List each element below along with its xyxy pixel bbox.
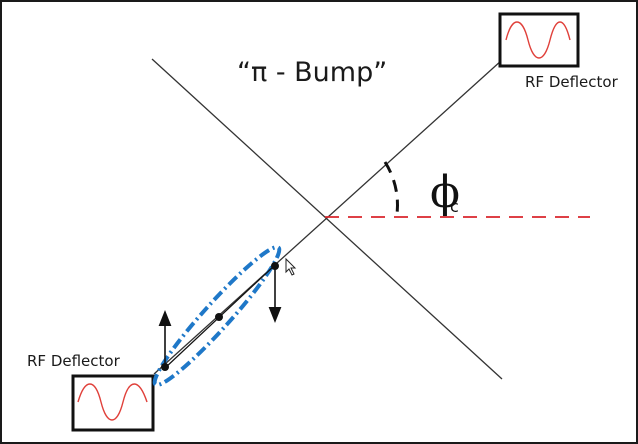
particle-center [215, 313, 223, 321]
sine-wave-icon [77, 383, 148, 421]
rf-deflector-box [71, 374, 155, 432]
sine-wave-icon [505, 21, 571, 59]
angle-symbol: ϕ [430, 167, 460, 218]
diagram-title: “π - Bump” [237, 57, 387, 88]
rf-deflector-label-bottom-left: RF Deflector [27, 352, 121, 370]
rf-deflector-bottom-left [71, 374, 155, 432]
diagonal-line-crossing [151, 58, 503, 380]
mouse-cursor-icon [285, 257, 297, 276]
crossing-angle-arc [383, 161, 399, 215]
angle-subscript: c [450, 197, 459, 216]
rf-deflector-label-top-right: RF Deflector [525, 73, 619, 91]
tilted-bunch [152, 245, 282, 387]
rf-deflector-top-right [498, 12, 580, 68]
bunch-ellipse [152, 245, 282, 387]
